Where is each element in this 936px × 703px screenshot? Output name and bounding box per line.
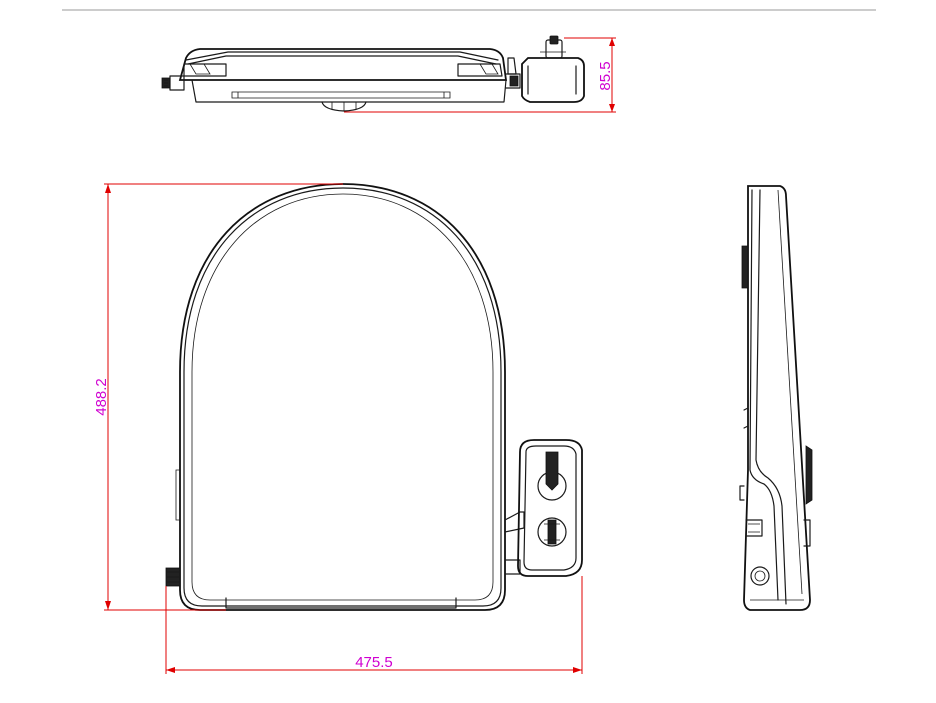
- dimension-height-top: 85.5: [344, 37, 616, 113]
- dimension-width: 475.5: [165, 576, 583, 674]
- side-view: [739, 185, 813, 611]
- dimension-label-488-2: 488.2: [93, 378, 110, 416]
- plan-view: [165, 183, 583, 611]
- dimension-length: 488.2: [93, 183, 343, 611]
- dimension-label-475-5: 475.5: [355, 654, 393, 671]
- front-view: [161, 35, 585, 112]
- dimension-label-85-5: 85.5: [597, 61, 614, 90]
